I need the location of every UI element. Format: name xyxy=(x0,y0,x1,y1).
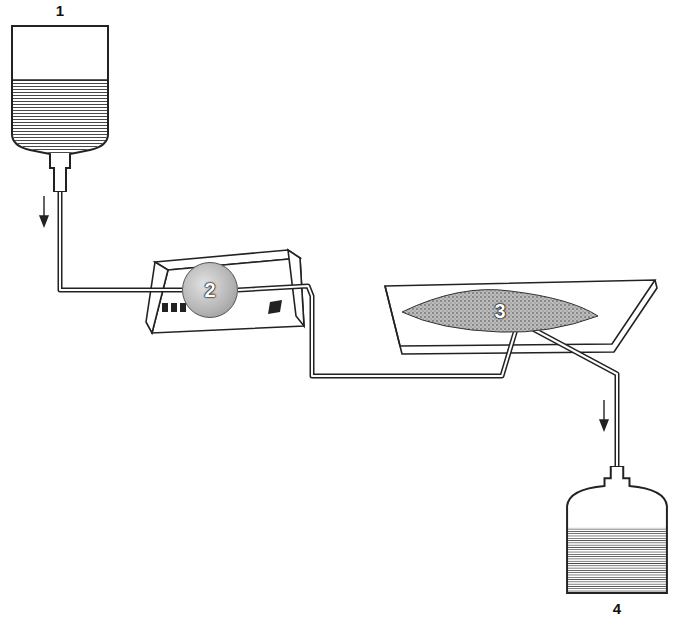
perfused-organ: 3 xyxy=(400,288,600,334)
callout-number: 4 xyxy=(613,600,621,618)
callout-number: 2 xyxy=(204,281,215,299)
reservoir-bottle: 1 xyxy=(10,2,110,192)
bottle-outline xyxy=(10,22,110,192)
organ-tray xyxy=(385,280,657,354)
bottle-outline xyxy=(565,466,669,596)
pump-front xyxy=(152,258,304,333)
pump-head: 2 xyxy=(182,262,238,318)
pump-side xyxy=(146,262,168,333)
flow-arrow xyxy=(40,196,608,430)
tray-edge xyxy=(400,280,657,354)
tube-connector xyxy=(60,192,182,290)
callout-number: 1 xyxy=(56,2,64,20)
tray-top xyxy=(385,280,655,346)
collecting-bottle: 4 xyxy=(565,466,669,618)
tube-connector xyxy=(532,329,617,467)
callout-number: 3 xyxy=(494,302,505,320)
